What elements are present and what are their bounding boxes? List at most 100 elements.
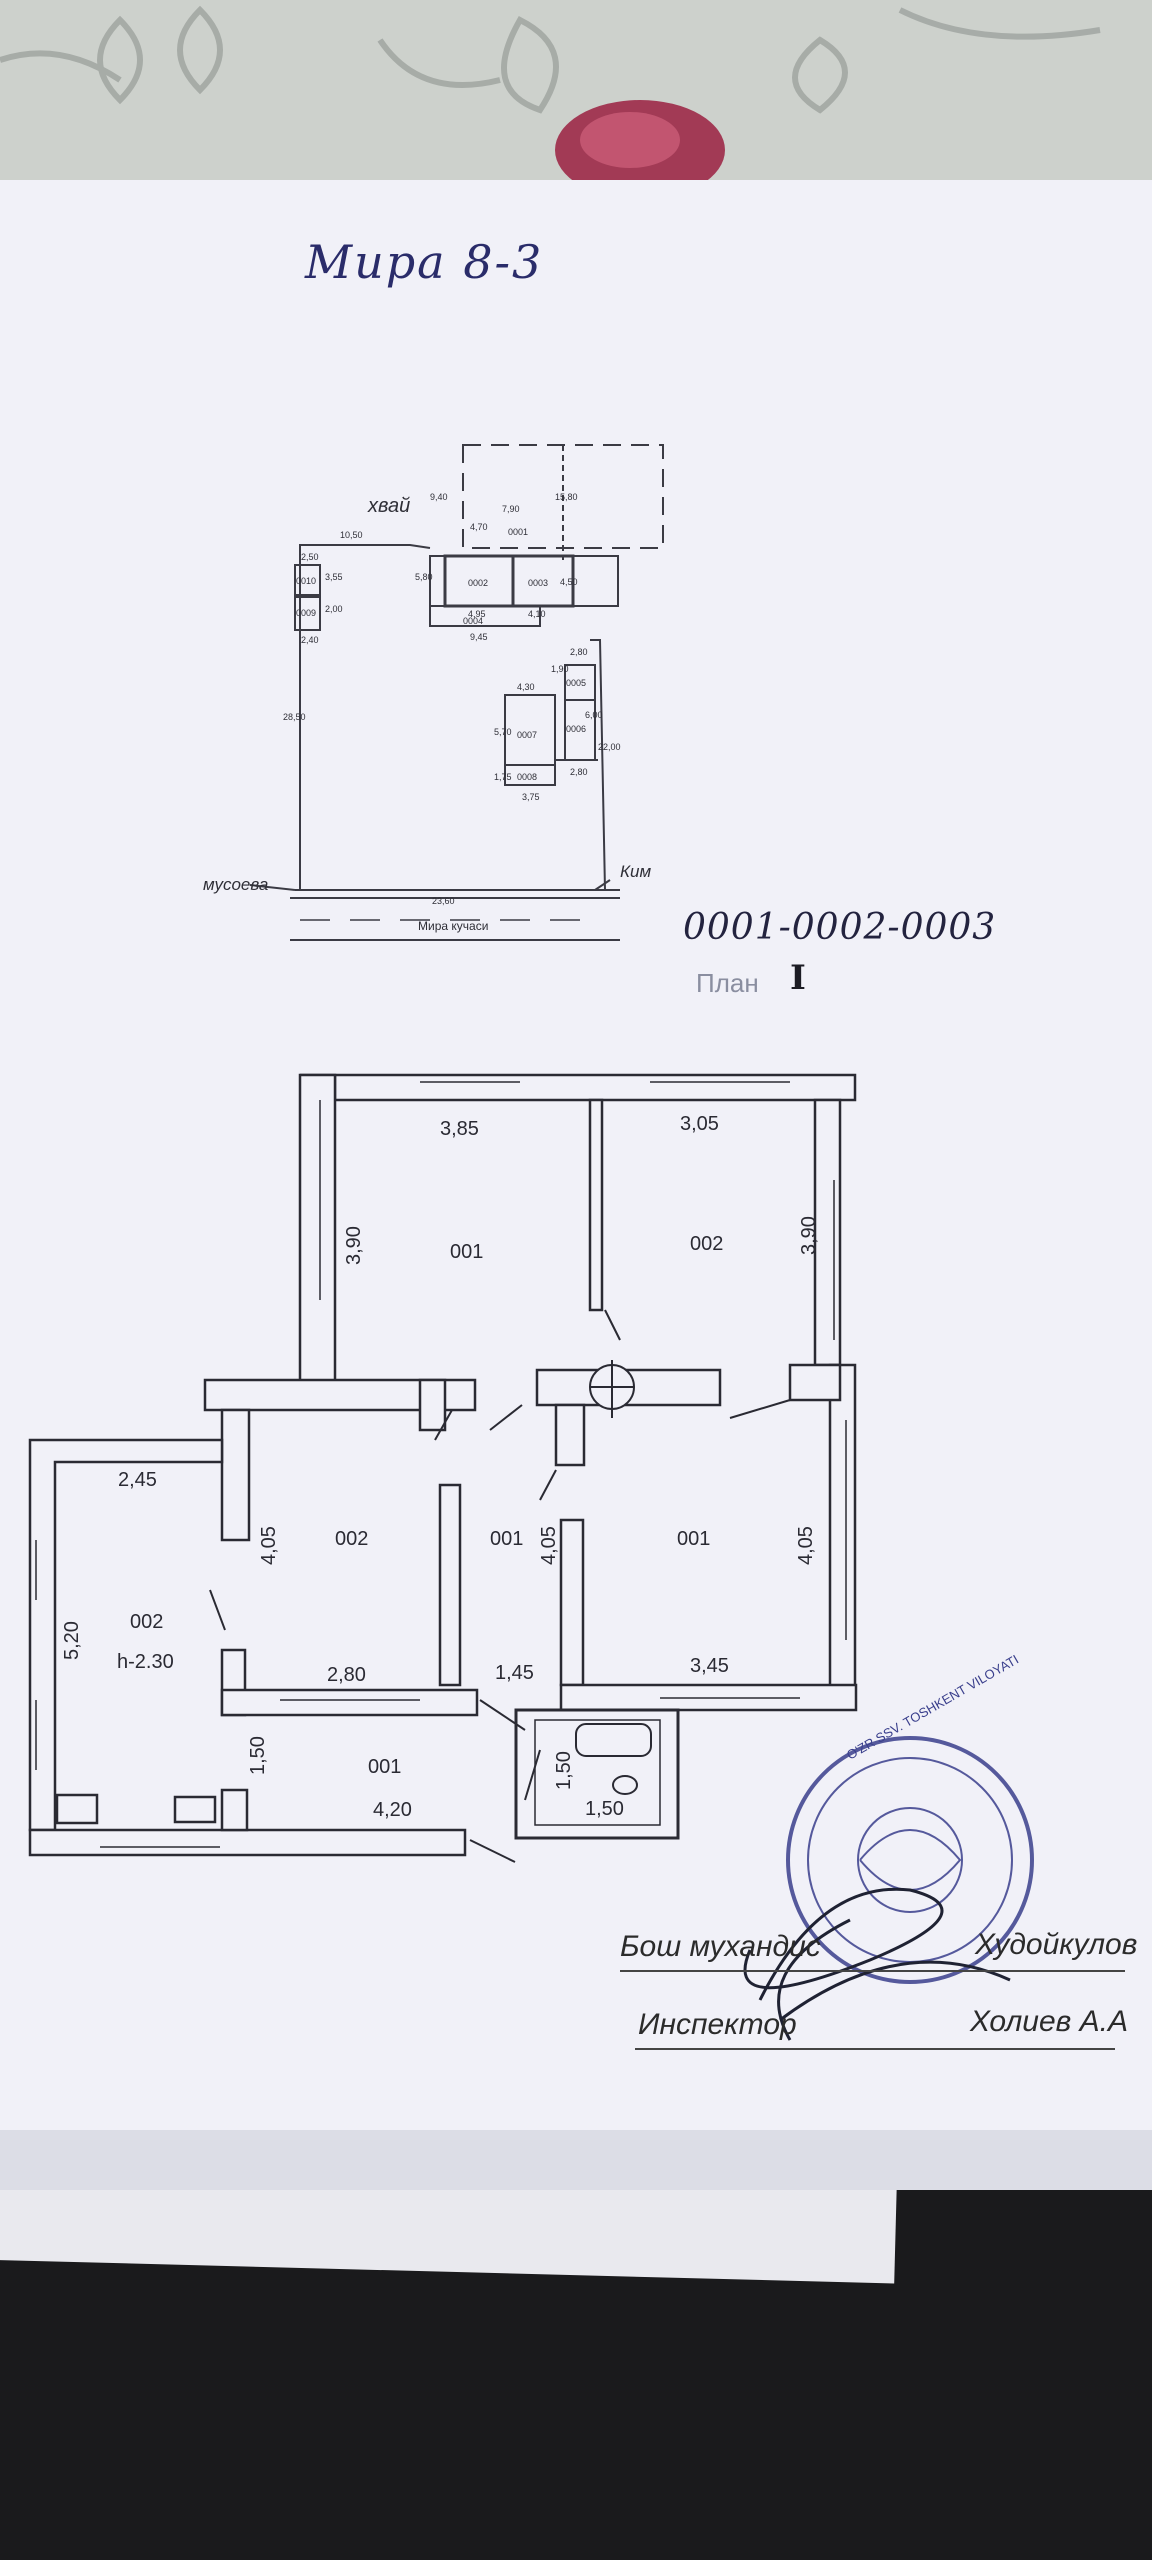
plan-document-sheet: [0, 180, 1152, 2130]
dim: 10,50: [340, 530, 363, 540]
wall-upper-right: [813, 1098, 842, 1367]
building-0008: [504, 764, 556, 786]
dim: 9,40: [430, 492, 448, 502]
building-code: 0004: [463, 616, 483, 626]
dim: 2,00: [325, 604, 343, 614]
label-right-neighbor: Ким: [620, 862, 651, 881]
dim: 3,05: [680, 1113, 719, 1135]
dim: 3,45: [690, 1655, 729, 1677]
building-0009: [294, 596, 321, 631]
room-code: 001: [490, 1528, 523, 1550]
chief-engineer-signature-line: [620, 1970, 1125, 1972]
dim: 4,20: [373, 1799, 412, 1821]
dim: 5,20: [61, 1621, 83, 1660]
dim: 2,50: [301, 552, 319, 562]
wall-south-right: [559, 1683, 858, 1712]
lot-boundary-left: [299, 544, 431, 890]
dim: 3,90: [343, 1226, 365, 1265]
dim: 2,40: [301, 635, 319, 645]
dim: 3,90: [798, 1216, 820, 1255]
stove-fixture: [55, 1793, 99, 1825]
dim: 4,05: [538, 1526, 560, 1565]
dim: 4,95: [468, 609, 486, 619]
dim: 7,90: [502, 504, 520, 514]
building-code: 0005: [566, 678, 586, 688]
dim: 1,75: [494, 772, 512, 782]
building-code: 0007: [517, 730, 537, 740]
room-code: 002: [335, 1528, 368, 1550]
inspector-signature-line: [635, 2048, 1115, 2050]
bathroom-walls: [514, 1708, 680, 1840]
dim: 2,80: [570, 647, 588, 657]
building-code: 0010: [296, 576, 316, 586]
chief-engineer-name: Худойкулов: [975, 1928, 1138, 1961]
room-code: 001: [677, 1528, 710, 1550]
dim: 2,45: [118, 1469, 157, 1491]
dim: 4,30: [517, 682, 535, 692]
handwritten-cadastral-code: 0001-0002-0003: [683, 907, 997, 948]
plan-label: План: [696, 968, 759, 998]
bathroom-inner: [534, 1719, 661, 1826]
dim: 3,75: [522, 792, 540, 802]
dim: 28,50: [283, 712, 306, 722]
building-0001: [462, 444, 664, 549]
building-0010: [294, 564, 321, 596]
wall-mid-right: [788, 1363, 842, 1402]
dim: 4,50: [560, 577, 578, 587]
wall-stub-2: [554, 1403, 586, 1467]
room-code: 001: [450, 1241, 483, 1263]
inspector-title: Инспектор: [638, 2008, 797, 2041]
dim: 4,05: [795, 1526, 817, 1565]
toilet-fixture: [612, 1775, 638, 1795]
wall-south-middle: [220, 1688, 479, 1717]
lot-boundary-right: [590, 639, 606, 891]
dim: 1,50: [247, 1736, 269, 1775]
label-street: Мира кучаси: [418, 919, 488, 933]
bathtub-fixture: [575, 1723, 652, 1757]
room-code: 002: [690, 1233, 723, 1255]
dim: 9,45: [470, 632, 488, 642]
dim: 5,80: [415, 572, 433, 582]
dim: 4,70: [470, 522, 488, 532]
room-code: 001: [368, 1756, 401, 1778]
inspector-name: Холиев А.А: [970, 2005, 1129, 2038]
tablecloth-pattern: [0, 0, 1152, 200]
building-code: 0008: [517, 772, 537, 782]
label-left-neighbor: мусоева: [203, 875, 268, 894]
stamp-text: O'ZR SSV. TOSHKENT VILOYATI: [844, 1652, 1021, 1763]
wall-left-room: [220, 1408, 251, 1542]
dim: 2,80: [327, 1664, 366, 1686]
dim: 5,70: [494, 727, 512, 737]
dim: 6,00: [585, 710, 603, 720]
room-height-note: h-2.30: [117, 1651, 174, 1673]
dim: 1,50: [553, 1751, 575, 1790]
plan-level: I: [790, 958, 806, 998]
dim: 15,80: [555, 492, 578, 502]
sink-fixture: [173, 1795, 217, 1824]
dim: 3,85: [440, 1118, 479, 1140]
room-code: 002: [130, 1611, 163, 1633]
handwritten-address: Мира 8-3: [305, 235, 544, 289]
building-code: 0006: [566, 724, 586, 734]
dim: 1,50: [585, 1798, 624, 1820]
tablecloth-background: [0, 0, 1152, 200]
chief-engineer-title: Бош мухандис: [620, 1930, 821, 1963]
building-code: 0009: [296, 608, 316, 618]
wall-upper-left: [298, 1073, 337, 1407]
wall-right: [828, 1363, 857, 1697]
building-code: 0003: [528, 578, 548, 588]
dim: 23,60: [432, 896, 455, 906]
dim: 4,05: [258, 1526, 280, 1565]
building-0004: [429, 605, 541, 627]
dim: 3,55: [325, 572, 343, 582]
wall-partition-upper: [588, 1098, 604, 1312]
wall-south-stub: [220, 1788, 249, 1832]
dim: 2,80: [570, 767, 588, 777]
wall-stub-1: [418, 1378, 447, 1432]
building-code: 0001: [508, 527, 528, 537]
building-code: 0002: [468, 578, 488, 588]
dim: 1,45: [495, 1662, 534, 1684]
